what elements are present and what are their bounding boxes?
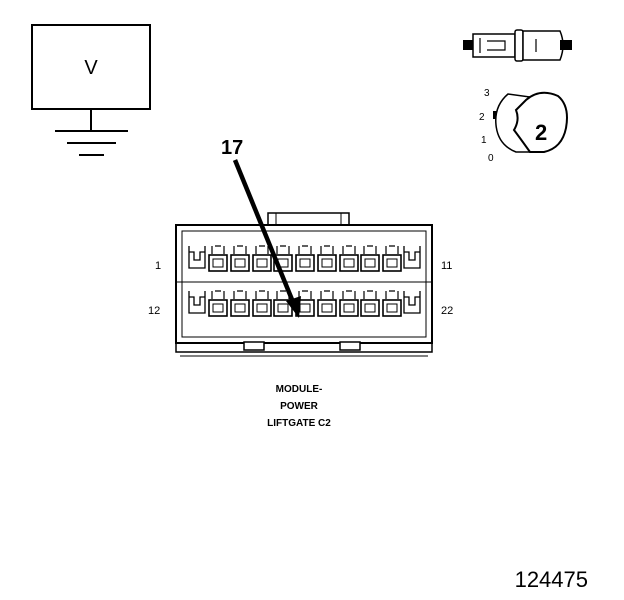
pin-cavity-8	[339, 245, 359, 272]
pin-label-22: 22	[441, 305, 453, 317]
pin-label-12: 12	[148, 305, 160, 317]
pin-cavities	[188, 245, 421, 317]
pin-cavity-10	[382, 245, 402, 272]
pin-cavity-14	[230, 290, 250, 317]
selector-position-1: 1	[481, 135, 487, 146]
pin-label-1: 1	[155, 260, 161, 272]
pin-cavity-6	[295, 245, 315, 272]
selector-position-3: 3	[484, 88, 490, 99]
voltmeter-label: V	[84, 57, 98, 79]
selector-position-0: 0	[488, 153, 494, 164]
pin-cavity-12	[188, 291, 206, 314]
voltmeter-symbol: V	[31, 24, 151, 156]
connector-name-line-2: POWER	[280, 401, 319, 412]
pin-cavity-9	[360, 245, 380, 272]
pin-cavity-1	[188, 246, 206, 269]
pin-cavity-20	[360, 290, 380, 317]
pin-cavity-2	[208, 245, 228, 272]
pin-cavity-18	[317, 290, 337, 317]
pin-cavity-13	[208, 290, 228, 317]
pin-cavity-11	[403, 246, 421, 269]
callout-pin-number: 17	[221, 137, 243, 159]
pin-cavity-15	[252, 290, 272, 317]
selector-knob-icon: 3 2 1 0 2	[479, 88, 568, 164]
selector-position-2: 2	[479, 112, 485, 123]
figure-number: 124475	[515, 567, 588, 592]
selector-selected-value: 2	[535, 120, 547, 145]
pin-cavity-21	[382, 290, 402, 317]
pin-cavity-19	[339, 290, 359, 317]
pin-cavity-22	[403, 291, 421, 314]
pin-cavity-7	[317, 245, 337, 272]
pin-cavity-17	[295, 290, 315, 317]
probe-connector-icon	[463, 29, 572, 62]
connector-name-line-1: MODULE-	[276, 384, 323, 395]
pin-cavity-4	[252, 245, 272, 272]
ground-icon	[55, 130, 128, 156]
connector-face	[175, 212, 433, 357]
connector-name-line-3: LIFTGATE C2	[267, 418, 331, 429]
pin-cavity-3	[230, 245, 250, 272]
pin-callout-arrow	[232, 159, 301, 318]
pin-label-11: 11	[441, 260, 452, 272]
